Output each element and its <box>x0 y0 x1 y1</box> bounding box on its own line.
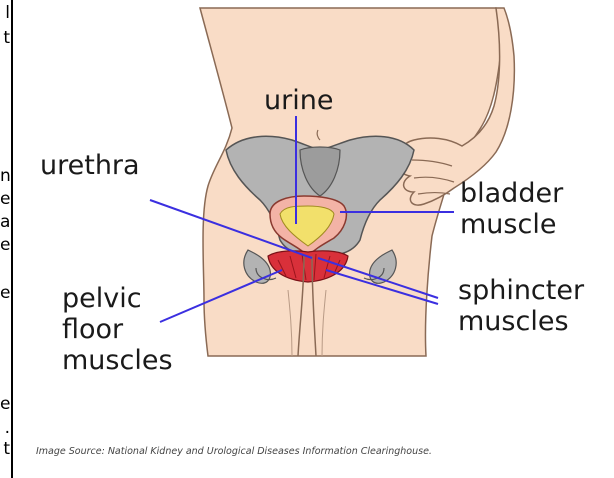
label-urethra: urethra <box>40 150 140 181</box>
label-urine: urine <box>264 85 333 116</box>
image-source-note: Image Source: National Kidney and Urolog… <box>36 446 432 457</box>
label-sphincter-muscles: sphincter muscles <box>458 275 584 337</box>
label-pelvic-floor-muscles: pelvic floor muscles <box>62 283 173 376</box>
label-bladder-muscle: bladder muscle <box>460 178 563 240</box>
